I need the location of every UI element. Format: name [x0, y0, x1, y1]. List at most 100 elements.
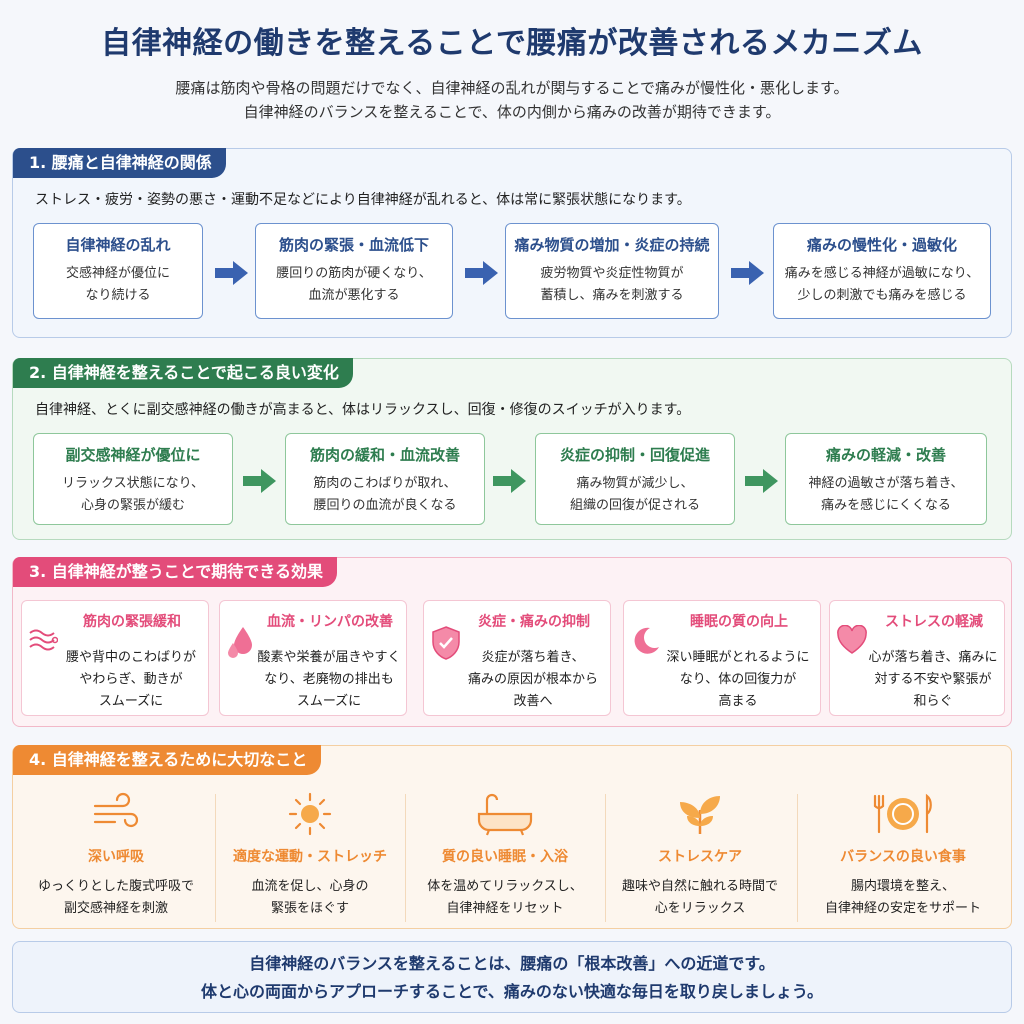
flow-step-title: 痛みの慢性化・過敏化: [806, 236, 957, 254]
effect-line: スムーズに: [296, 694, 362, 709]
section-relationship: 1. 腰痛と自律神経の関係 ストレス・疲労・姿勢の悪さ・運動不足などにより自律神…: [12, 148, 1012, 338]
flow-step-line: 組織の回復が促される: [569, 498, 700, 513]
flow-step-text: 疲労物質や炎症性物質が 蓄積し、痛みを刺激する: [506, 263, 718, 307]
effect-line: やわらぎ、動きが: [79, 672, 183, 687]
effect-title: 睡眠の質の向上: [690, 614, 788, 630]
flow-step-line: 痛み物質が減少し、: [576, 476, 694, 491]
tip-title: ストレスケア: [658, 849, 742, 865]
tip-title: 適度な運動・ストレッチ: [233, 849, 387, 865]
flow-step-text: 腰回りの筋肉が硬くなり、 血流が悪化する: [256, 263, 452, 307]
tip-line: 自律神経の安定をサポート: [824, 901, 981, 916]
effect-title: ストレスの軽減: [885, 614, 983, 630]
tip-line: 体を温めてリラックスし、: [427, 879, 583, 894]
flow-step: 筋肉の緩和・血流改善 筋肉のこわばりが取れ、 腰回りの血流が良くなる: [285, 433, 485, 525]
flow-step-line: 蓄積し、痛みを刺激する: [540, 288, 684, 303]
effect-line: 深い睡眠がとれるように: [666, 650, 810, 665]
tip-text: 体を温めてリラックスし、 自律神経をリセット: [405, 876, 605, 920]
tip-line: 心をリラックス: [654, 901, 746, 916]
heart-icon: [837, 625, 867, 654]
tip-line: ゆっくりとした腹式呼吸で: [37, 879, 194, 894]
flow-step-line: 血流が悪化する: [308, 288, 400, 303]
effect-title: 筋肉の緊張緩和: [83, 614, 181, 630]
arrow-right-icon: [493, 469, 526, 493]
wind-icon: [93, 792, 139, 828]
effect-line: 高まる: [718, 694, 758, 709]
arrow-right-icon: [465, 261, 498, 285]
tip-line: 趣味や自然に触れる時間で: [621, 879, 778, 894]
tip-title: 深い呼吸: [88, 849, 144, 865]
flow-step: 痛みの軽減・改善 神経の過敏さが落ち着き、 痛みを感じにくくなる: [785, 433, 987, 525]
effect-text: 心が落ち着き、痛みに 対する不安や緊張が 和らぐ: [866, 647, 1000, 713]
effect-line: 酸素や栄養が届きやすく: [257, 650, 401, 665]
flow-step-text: 交感神経が優位に なり続ける: [34, 263, 202, 307]
flow-step: 炎症の抑制・回復促進 痛み物質が減少し、 組織の回復が促される: [535, 433, 735, 525]
tip-divider: [605, 794, 606, 922]
sun-icon: [288, 792, 332, 836]
effect-line: なり、老廃物の排出も: [264, 672, 394, 687]
section-expected-effects: 3. 自律神経が整うことで期待できる効果 筋肉の緊張緩和 腰や背中のこわばりが …: [12, 557, 1012, 727]
effect-line: 腰や背中のこわばりが: [65, 650, 196, 665]
shield-icon: [432, 626, 460, 660]
section-heading: 2. 自律神経を整えることで起こる良い変化: [13, 358, 353, 388]
tip-line: 緊張をほぐす: [270, 901, 349, 916]
effect-text: 炎症が落ち着き、 痛みの原因が根本から 改善へ: [460, 647, 606, 713]
flow-step: 痛み物質の増加・炎症の持続 疲労物質や炎症性物質が 蓄積し、痛みを刺激する: [505, 223, 719, 319]
effect-text: 酸素や栄養が届きやすく なり、老廃物の排出も スムーズに: [256, 647, 402, 713]
flow-step-title: 副交感神経が優位に: [65, 446, 201, 464]
flow-step: 副交感神経が優位に リラックス状態になり、 心身の緊張が緩む: [33, 433, 233, 525]
flow-step-title: 筋肉の緊張・血流低下: [278, 236, 429, 254]
page-title: 自律神経の働きを整えることで腰痛が改善されるメカニズム: [101, 26, 923, 61]
arrow-right-icon: [745, 469, 778, 493]
tip-text: 腸内環境を整え、 自律神経の安定をサポート: [797, 876, 1009, 920]
effect-card: 筋肉の緊張緩和 腰や背中のこわばりが やわらぎ、動きが スムーズに: [21, 600, 209, 716]
flow-step-text: リラックス状態になり、 心身の緊張が緩む: [34, 473, 232, 517]
tip-title: 質の良い睡眠・入浴: [442, 849, 568, 865]
section-heading: 4. 自律神経を整えるために大切なこと: [13, 745, 322, 775]
section-description: ストレス・疲労・姿勢の悪さ・運動不足などにより自律神経が乱れると、体は常に緊張状…: [35, 192, 691, 208]
flow-step-line: 筋肉のこわばりが取れ、: [313, 476, 457, 491]
effect-text: 深い睡眠がとれるように なり、体の回復力が 高まる: [660, 647, 816, 713]
flow-step-text: 痛みを感じる神経が過敏になり、 少しの刺激でも痛みを感じる: [774, 263, 990, 307]
flow-step-text: 神経の過敏さが落ち着き、 痛みを感じにくくなる: [786, 473, 986, 517]
effect-line: 和らぐ: [913, 694, 953, 709]
flow-step-title: 自律神経の乱れ: [65, 236, 171, 254]
tip-text: 趣味や自然に触れる時間で 心をリラックス: [605, 876, 795, 920]
effect-line: 心が落ち着き、痛みに: [868, 650, 998, 665]
flow-step-title: 筋肉の緩和・血流改善: [309, 446, 460, 464]
tip-item: 深い呼吸 ゆっくりとした腹式呼吸で 副交感神経を刺激: [21, 788, 211, 922]
tip-item: 適度な運動・ストレッチ 血流を促し、心身の 緊張をほぐす: [215, 788, 405, 922]
flow-step-text: 筋肉のこわばりが取れ、 腰回りの血流が良くなる: [286, 473, 484, 517]
sprout-icon: [680, 796, 720, 834]
intro-line: 腰痛は筋肉や骨格の問題だけでなく、自律神経の乱れが関与することで痛みが慢性化・悪…: [175, 79, 849, 97]
tip-line: 腸内環境を整え、: [850, 879, 955, 894]
section-good-changes: 2. 自律神経を整えることで起こる良い変化 自律神経、とくに副交感神経の働きが高…: [12, 358, 1012, 540]
effect-card: ストレスの軽減 心が落ち着き、痛みに 対する不安や緊張が 和らぐ: [829, 600, 1005, 716]
arrow-right-icon: [243, 469, 276, 493]
droplets-icon: [228, 627, 252, 658]
flow-step-title: 炎症の抑制・回復促進: [559, 446, 710, 464]
intro-line: 自律神経のバランスを整えることで、体の内側から痛みの改善が期待できます。: [243, 103, 781, 121]
effect-card: 炎症・痛みの抑制 炎症が落ち着き、 痛みの原因が根本から 改善へ: [423, 600, 611, 716]
flow-step-title: 痛みの軽減・改善: [825, 446, 946, 464]
bathtub-icon: [477, 793, 533, 836]
arrow-right-icon: [215, 261, 248, 285]
tip-divider: [405, 794, 406, 922]
tip-title: バランスの良い食事: [840, 849, 966, 865]
effect-title: 炎症・痛みの抑制: [478, 614, 590, 630]
tip-line: 副交感神経を刺激: [63, 901, 168, 916]
tip-item: ストレスケア 趣味や自然に触れる時間で 心をリラックス: [605, 788, 795, 922]
arrow-right-icon: [731, 261, 764, 285]
flow-step-line: 疲労物質や炎症性物質が: [540, 266, 684, 281]
flow-step-line: 腰回りの血流が良くなる: [313, 498, 457, 513]
flow-step-text: 痛み物質が減少し、 組織の回復が促される: [536, 473, 734, 517]
flow-step-line: リラックス状態になり、: [61, 476, 205, 491]
flow-step-line: 心身の緊張が緩む: [80, 498, 185, 513]
section-heading: 1. 腰痛と自律神経の関係: [13, 148, 226, 178]
tip-line: 血流を促し、心身の: [251, 879, 369, 894]
section-important-habits: 4. 自律神経を整えるために大切なこと 深い呼吸 ゆっくりとした腹式呼吸で 副交…: [12, 745, 1012, 929]
muscle-waves-icon: [29, 629, 58, 651]
effect-card: 血流・リンパの改善 酸素や栄養が届きやすく なり、老廃物の排出も スムーズに: [219, 600, 407, 716]
effect-card: 睡眠の質の向上 深い睡眠がとれるように なり、体の回復力が 高まる: [623, 600, 821, 716]
effect-line: 改善へ: [513, 694, 553, 709]
conclusion-box: 自律神経のバランスを整えることは、腰痛の「根本改善」への近道です。 体と心の両面…: [12, 941, 1012, 1013]
